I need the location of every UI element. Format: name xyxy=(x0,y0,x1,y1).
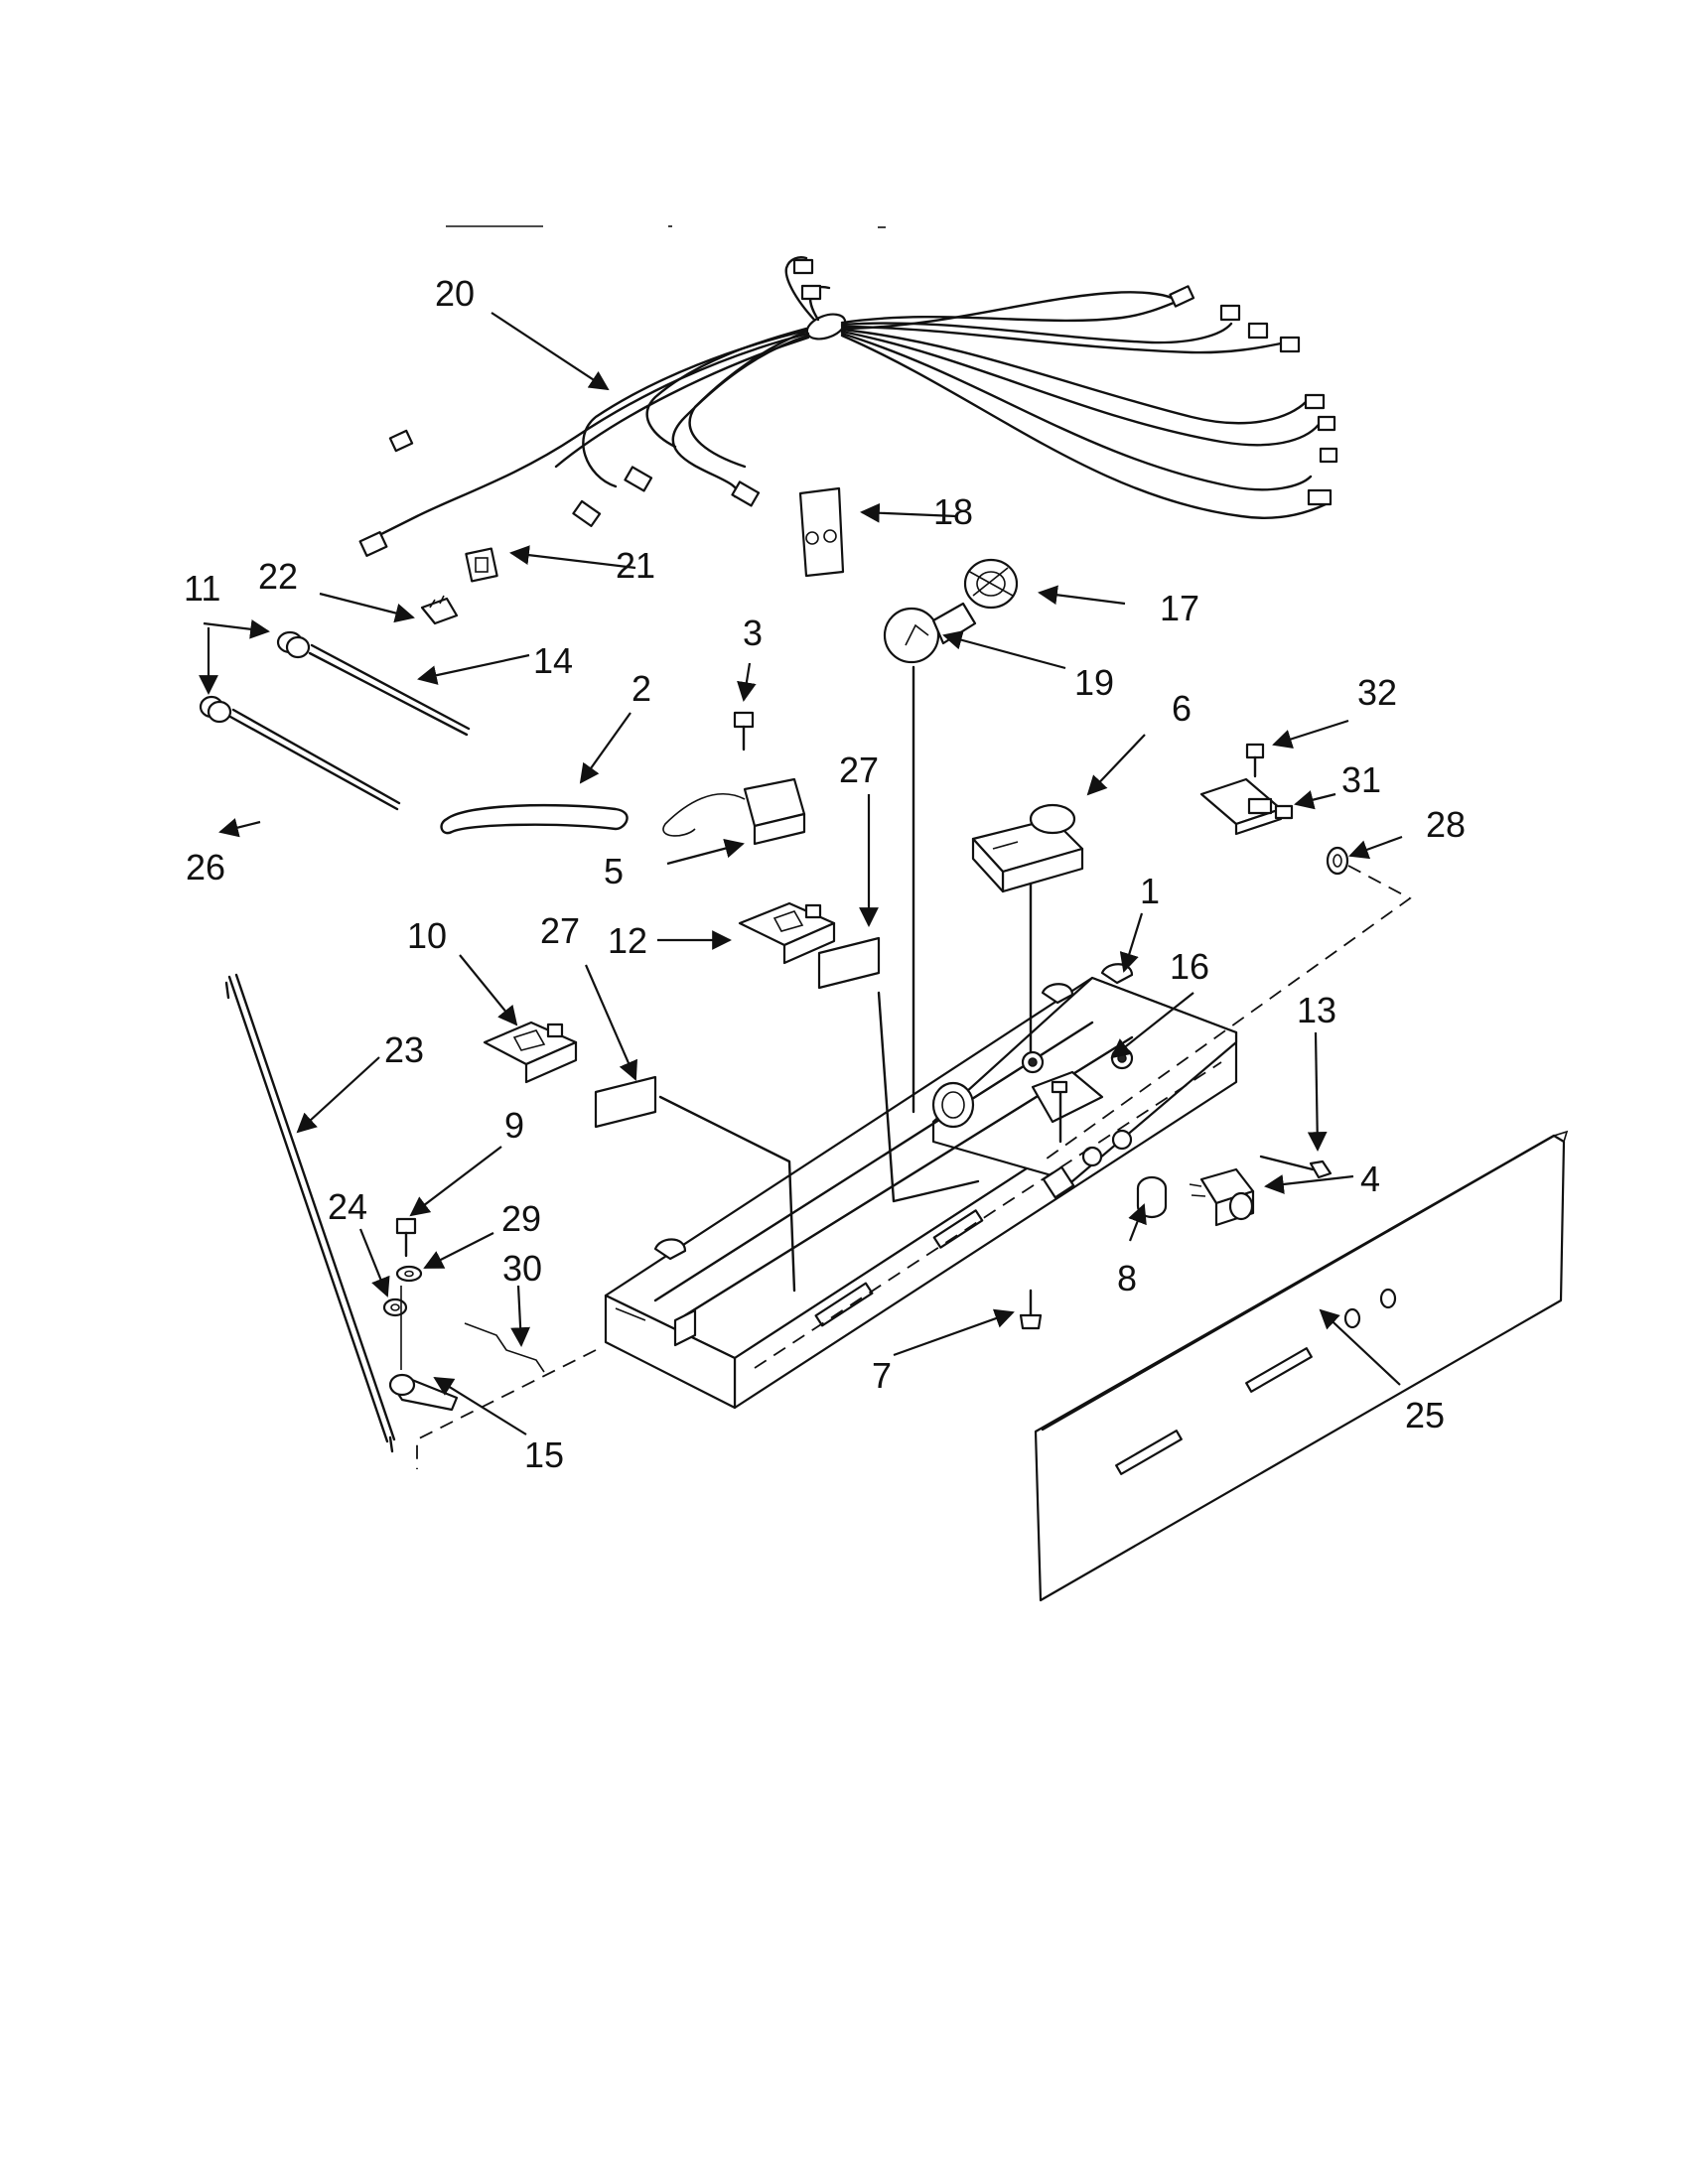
screw-part-32 xyxy=(1245,743,1265,778)
label-24: 24 xyxy=(328,1186,367,1227)
washer-part-29 xyxy=(395,1265,423,1283)
screw-part-3 xyxy=(733,711,755,751)
label-21: 21 xyxy=(616,545,655,586)
label-13: 13 xyxy=(1297,990,1336,1030)
label-2: 2 xyxy=(632,668,651,709)
label-26: 26 xyxy=(186,847,225,887)
label-30: 30 xyxy=(502,1248,542,1289)
label-15: 15 xyxy=(524,1434,564,1475)
switch-part-4 xyxy=(1189,1167,1255,1227)
label-31: 31 xyxy=(1341,759,1381,800)
label-3: 3 xyxy=(743,613,763,653)
label-4: 4 xyxy=(1360,1159,1380,1199)
socket-part-17 xyxy=(963,558,1019,610)
rod-part-23 xyxy=(224,973,396,1453)
label-17: 17 xyxy=(1160,588,1199,628)
screw-part-13 xyxy=(1259,1155,1333,1179)
cover-part-16 xyxy=(1031,1070,1104,1144)
label-25: 25 xyxy=(1405,1395,1445,1435)
label-part-27 xyxy=(594,936,881,1129)
tube-part-26 xyxy=(228,708,401,811)
switch-part-5 xyxy=(662,777,806,846)
wire-part-30 xyxy=(464,1322,545,1373)
label-14: 14 xyxy=(533,640,573,681)
wire-harness-part-20 xyxy=(358,256,1338,557)
label-20: 20 xyxy=(435,273,475,314)
screw-part-7 xyxy=(1019,1289,1043,1330)
label-1: 1 xyxy=(1140,871,1160,911)
label-23: 23 xyxy=(384,1029,424,1070)
label-8: 8 xyxy=(1117,1258,1137,1298)
label-29: 29 xyxy=(501,1198,541,1239)
control-housing-part-1 xyxy=(604,963,1238,1410)
label-11: 11 xyxy=(184,568,220,609)
bulb-part-19 xyxy=(883,602,977,664)
hose-part-2 xyxy=(440,803,629,835)
label-27-upper: 27 xyxy=(839,750,879,790)
label-27-lower: 27 xyxy=(540,910,580,951)
label-18: 18 xyxy=(933,491,973,532)
hinge-part-15 xyxy=(388,1286,459,1412)
header-marks xyxy=(446,225,886,228)
plate-part-18 xyxy=(798,486,845,578)
label-32: 32 xyxy=(1357,672,1397,713)
button-part-8 xyxy=(1136,1175,1168,1219)
bracket-part-12 xyxy=(738,901,836,965)
callout-arrows xyxy=(199,312,1403,1435)
label-28: 28 xyxy=(1426,804,1466,845)
washer-part-24 xyxy=(382,1297,408,1317)
label-9: 9 xyxy=(504,1105,524,1146)
bracket-part-22 xyxy=(420,595,459,625)
label-7: 7 xyxy=(872,1355,892,1396)
label-19: 19 xyxy=(1074,662,1114,703)
timer-part-6 xyxy=(971,803,1084,893)
label-22: 22 xyxy=(258,556,298,597)
grommets-part-11 xyxy=(199,630,311,724)
trim-strip-part-25 xyxy=(1034,1130,1569,1602)
knob-part-28 xyxy=(1326,846,1349,876)
part-labels: 20 21 22 18 17 19 11 14 2 3 6 32 31 28 2… xyxy=(184,273,1466,1475)
label-6: 6 xyxy=(1172,688,1192,729)
label-5: 5 xyxy=(604,851,624,891)
label-12: 12 xyxy=(608,920,647,961)
label-16: 16 xyxy=(1170,946,1209,987)
tube-part-14 xyxy=(308,643,471,737)
bracket-part-10 xyxy=(483,1021,578,1084)
clip-part-21 xyxy=(465,547,498,583)
assembly-lines xyxy=(416,665,1412,1469)
screw-part-9 xyxy=(395,1217,417,1258)
label-10: 10 xyxy=(407,915,447,956)
thermostat-part-31 xyxy=(1199,777,1294,836)
